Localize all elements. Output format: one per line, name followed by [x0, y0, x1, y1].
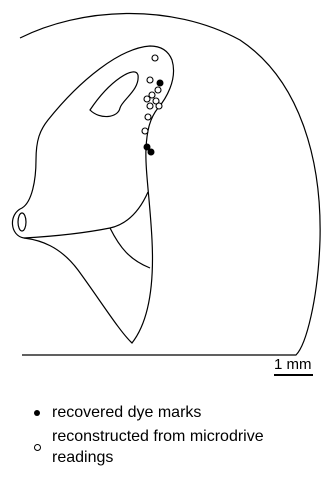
- inner-structure-outline: [12, 46, 173, 343]
- reconstructed-marker: [147, 77, 153, 83]
- divider-line: [24, 192, 148, 238]
- reconstructed-marker: [156, 103, 162, 109]
- reconstructed-marker: [145, 114, 151, 120]
- scale-bar: [274, 374, 313, 376]
- small-ellipse: [18, 213, 26, 231]
- section-outline: [20, 13, 320, 355]
- dye-mark: [148, 149, 155, 156]
- reconstructed-marker: [152, 55, 158, 61]
- legend-label: recovered dye marks: [52, 402, 201, 423]
- open-circle-icon: [34, 444, 41, 451]
- reconstructed-marker: [144, 96, 150, 102]
- legend-item-dye-marks: recovered dye marks: [34, 402, 324, 424]
- legend-item-reconstructed: reconstructed from microdrive readings: [34, 424, 324, 472]
- reconstructed-marker: [147, 103, 153, 109]
- legend-label: reconstructed from microdrive readings: [52, 426, 324, 468]
- legend: recovered dye marks reconstructed from m…: [34, 402, 324, 472]
- filled-circle-icon: [34, 410, 40, 416]
- divider-line: [110, 228, 150, 268]
- dye-mark: [157, 80, 164, 87]
- inner-loop: [90, 72, 138, 117]
- reconstructed-marker: [155, 87, 161, 93]
- scale-bar-label: 1 mm: [274, 356, 312, 374]
- reconstructed-marker: [142, 128, 148, 134]
